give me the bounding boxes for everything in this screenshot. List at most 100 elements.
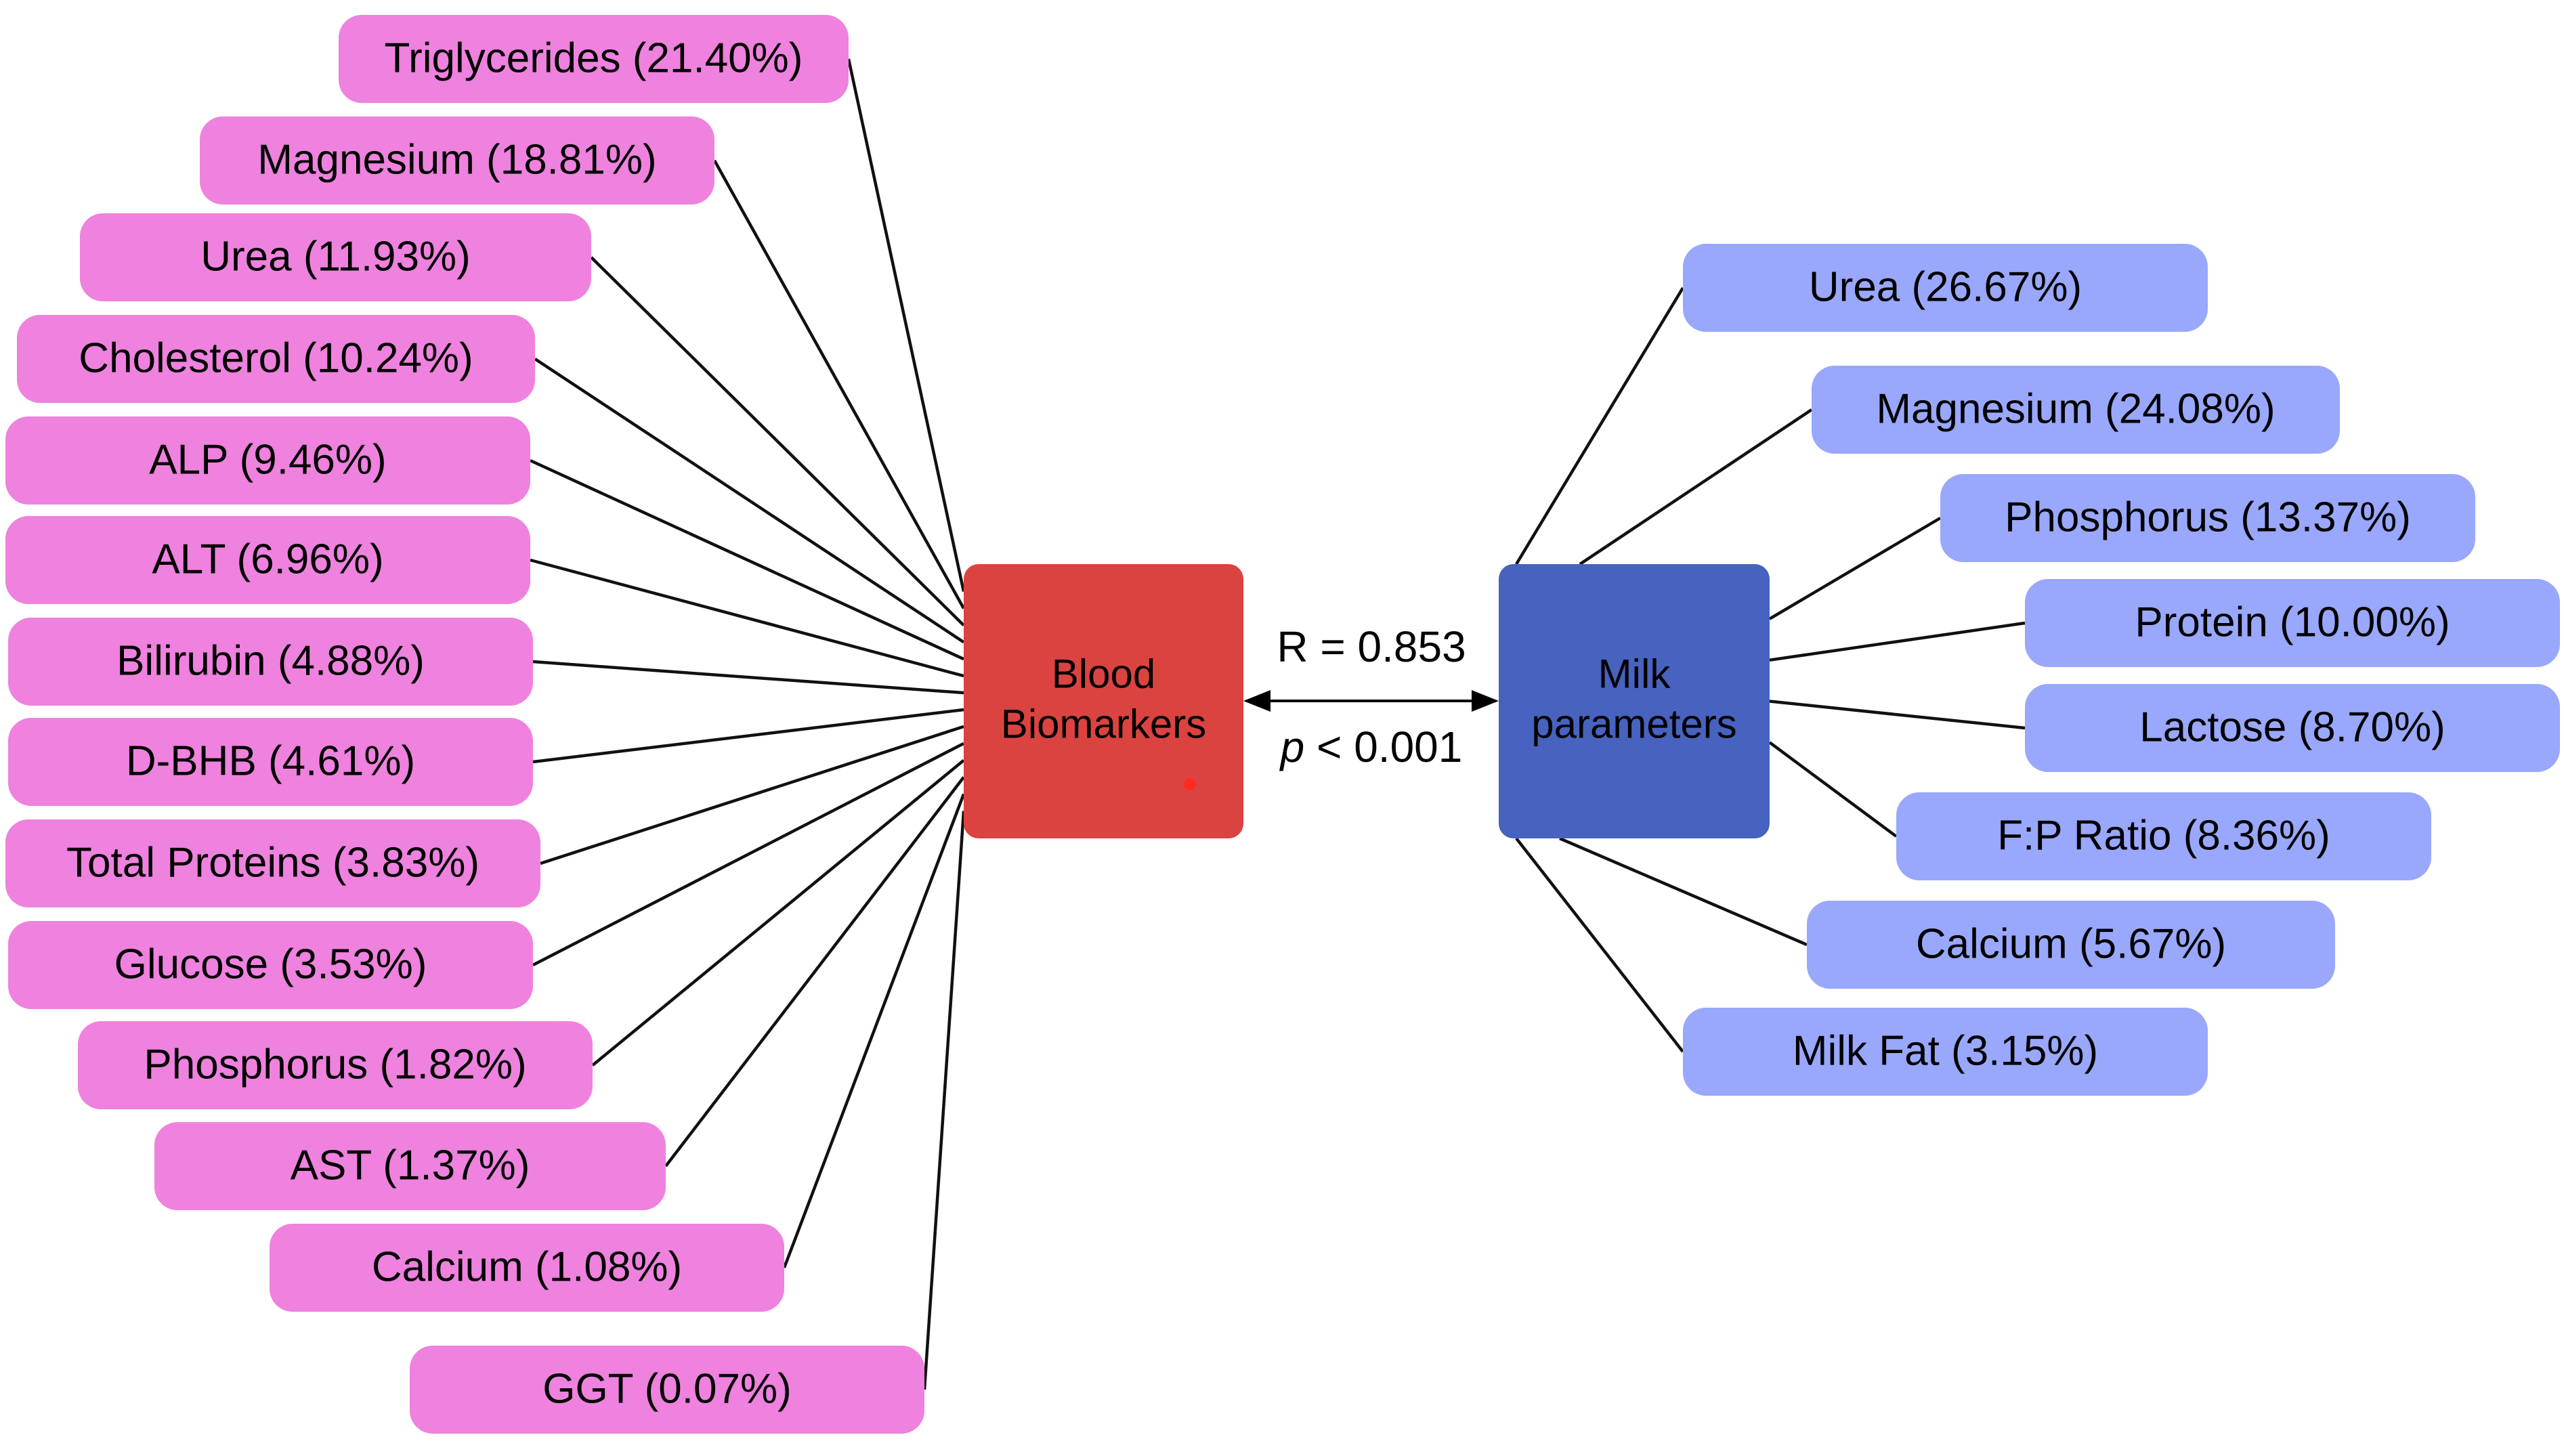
node-label: AST (1.37%) <box>291 1142 530 1189</box>
node-box[interactable] <box>200 116 714 205</box>
node-label: GGT (0.07%) <box>542 1365 792 1412</box>
blood-biomarker-node[interactable]: Glucose (3.53%) <box>8 921 533 1009</box>
connector-line <box>713 159 965 609</box>
milk-parameter-node-group: Urea (26.67%) Magnesium (24.08%) Phosphoru… <box>1683 244 2560 1096</box>
node-box[interactable] <box>1683 1008 2208 1096</box>
node-box[interactable] <box>5 516 530 604</box>
node-label: Cholesterol (10.24%) <box>79 335 473 381</box>
blood-biomarker-node[interactable]: AST (1.37%) <box>154 1122 666 1210</box>
node-box[interactable] <box>1896 792 2431 880</box>
milk-parameters-label-line2: parameters <box>1531 701 1736 746</box>
connector-line <box>782 793 966 1268</box>
milk-parameter-node[interactable]: Urea (26.67%) <box>1683 244 2208 332</box>
blood-biomarker-node[interactable]: GGT (0.07%) <box>410 1346 924 1434</box>
node-label: Urea (26.67%) <box>1809 263 2082 310</box>
milk-parameter-node[interactable]: F:P Ratio (8.36%) <box>1896 792 2431 880</box>
node-label: Triglycerides (21.40%) <box>385 35 803 81</box>
connector-line <box>534 358 965 644</box>
p-value-text: < 0.001 <box>1304 723 1462 771</box>
connector-line <box>532 660 964 695</box>
node-box[interactable] <box>1807 901 2335 989</box>
node-box[interactable] <box>1940 474 2475 562</box>
connector-line <box>590 256 965 626</box>
connector-line <box>530 458 964 661</box>
node-label: Bilirubin (4.88%) <box>116 637 425 684</box>
node-box[interactable] <box>2025 684 2560 772</box>
node-label: Phosphorus (13.37%) <box>2005 494 2411 540</box>
node-box[interactable] <box>17 315 535 403</box>
connector-line <box>1515 837 1684 1053</box>
node-box[interactable] <box>339 15 849 103</box>
milk-parameters-label-line1: Milk <box>1598 651 1671 696</box>
milk-parameter-node[interactable]: Lactose (8.70%) <box>2025 684 2560 772</box>
blood-biomarker-node[interactable]: Urea (11.93%) <box>80 213 591 301</box>
node-box[interactable] <box>5 416 530 505</box>
node-label: Glucose (3.53%) <box>114 941 427 987</box>
milk-parameter-node[interactable]: Calcium (5.67%) <box>1807 901 2335 989</box>
connector-line <box>847 58 966 592</box>
connector-line <box>540 725 964 865</box>
edge-group-right <box>1515 286 2026 1053</box>
node-label: Calcium (1.08%) <box>372 1243 682 1290</box>
hub-blood-biomarkers[interactable]: Blood Biomarkers <box>964 564 1243 838</box>
node-label: Phosphorus (1.82%) <box>144 1041 526 1088</box>
milk-parameter-node[interactable]: Protein (10.00%) <box>2025 579 2560 667</box>
connector-line <box>1579 408 1813 565</box>
node-label: Calcium (5.67%) <box>1916 920 2226 967</box>
node-box[interactable] <box>8 718 533 806</box>
blood-biomarker-node[interactable]: ALT (6.96%) <box>5 516 530 604</box>
blood-biomarkers-label-line1: Blood <box>1052 651 1155 696</box>
blood-biomarkers-box[interactable] <box>964 564 1243 838</box>
node-box[interactable] <box>2025 579 2560 667</box>
blood-biomarker-node[interactable]: Triglycerides (21.40%) <box>339 15 849 103</box>
node-box[interactable] <box>78 1021 593 1109</box>
correlation-r-label: R = 0.853 <box>1277 622 1466 671</box>
milk-parameters-box[interactable] <box>1499 564 1770 838</box>
node-label: ALT (6.96%) <box>152 536 383 582</box>
p-symbol: p <box>1279 723 1305 771</box>
connector-line <box>1768 741 1898 838</box>
blood-biomarker-node[interactable]: D-BHB (4.61%) <box>8 718 533 806</box>
node-box[interactable] <box>270 1224 784 1312</box>
node-box[interactable] <box>8 921 533 1009</box>
node-label: ALP (9.46%) <box>149 436 386 483</box>
blood-biomarker-node[interactable]: Cholesterol (10.24%) <box>17 315 535 403</box>
blood-biomarker-node[interactable]: ALP (9.46%) <box>5 416 530 505</box>
blood-biomarker-node[interactable]: Bilirubin (4.88%) <box>8 618 533 706</box>
node-label: F:P Ratio (8.36%) <box>1997 812 2330 859</box>
connector-line <box>530 558 964 678</box>
blood-biomarker-node-group: Triglycerides (21.40%) Magnesium (18.81%)… <box>5 15 924 1434</box>
blood-biomarker-node[interactable]: Phosphorus (1.82%) <box>78 1021 593 1109</box>
blood-biomarkers-label-line2: Biomarkers <box>1001 701 1206 746</box>
blood-biomarker-node[interactable]: Calcium (1.08%) <box>270 1224 784 1312</box>
connector-line <box>532 708 964 764</box>
connector-line <box>1515 286 1684 565</box>
node-label: Lactose (8.70%) <box>2139 704 2445 750</box>
milk-parameter-node[interactable]: Magnesium (24.08%) <box>1812 366 2340 454</box>
node-label: Urea (11.93%) <box>200 233 471 280</box>
node-box[interactable] <box>1683 244 2208 332</box>
connector-line <box>922 811 966 1390</box>
hub-milk-parameters[interactable]: Milk parameters <box>1499 564 1770 838</box>
blood-biomarker-node[interactable]: Total Proteins (3.83%) <box>5 819 540 907</box>
blood-biomarker-node[interactable]: Magnesium (18.81%) <box>200 116 714 205</box>
connector-line <box>1769 621 2026 662</box>
node-label: Milk Fat (3.15%) <box>1793 1027 2098 1074</box>
node-box[interactable] <box>1812 366 2340 454</box>
node-box[interactable] <box>154 1122 666 1210</box>
node-label: Magnesium (24.08%) <box>1876 385 2275 432</box>
node-box[interactable] <box>80 213 591 301</box>
node-box[interactable] <box>8 618 533 706</box>
connector-line <box>1768 517 1942 620</box>
node-label: D-BHB (4.61%) <box>126 737 415 784</box>
connector-line <box>1559 836 1808 947</box>
milk-parameter-node[interactable]: Phosphorus (13.37%) <box>1940 474 2475 562</box>
connector-line <box>532 742 965 967</box>
node-box[interactable] <box>410 1346 924 1434</box>
milk-parameter-node[interactable]: Milk Fat (3.15%) <box>1683 1008 2208 1096</box>
connector-line <box>1769 700 2026 730</box>
connector-line <box>591 759 965 1067</box>
node-label: Total Proteins (3.83%) <box>66 839 479 886</box>
node-box[interactable] <box>5 819 540 907</box>
